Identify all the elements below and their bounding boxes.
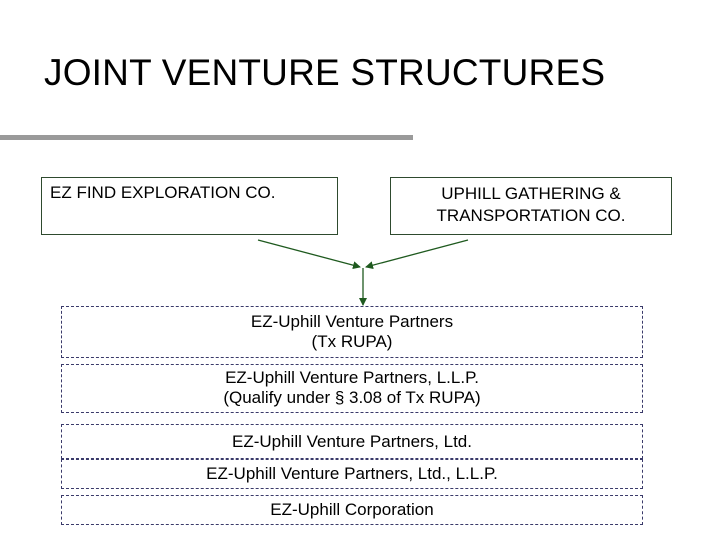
arrow-right-to-join xyxy=(365,239,469,270)
page-title: JOINT VENTURE STRUCTURES xyxy=(44,52,606,93)
parent-box-ez-find: EZ FIND EXPLORATION CO. xyxy=(41,177,338,235)
parent-box-uphill: UPHILL GATHERING & TRANSPORTATION CO. xyxy=(390,177,672,235)
structure-label-line1: EZ-Uphill Venture Partners xyxy=(250,312,454,331)
structure-label-line1: EZ-Uphill Venture Partners, L.L.P. xyxy=(225,368,479,387)
parent-left-label: EZ FIND EXPLORATION CO. xyxy=(50,183,276,202)
title-underline xyxy=(0,135,413,140)
structure-box-ltd: EZ-Uphill Venture Partners, Ltd. xyxy=(61,424,643,459)
parent-right-label-line2: TRANSPORTATION CO. xyxy=(436,206,626,225)
structure-box-ltd-llp: EZ-Uphill Venture Partners, Ltd., L.L.P. xyxy=(61,459,643,489)
arrow-left-to-join xyxy=(257,239,361,270)
structure-box-corporation: EZ-Uphill Corporation xyxy=(61,495,643,525)
structure-label-line1: EZ-Uphill Venture Partners, Ltd. xyxy=(231,432,472,451)
structure-box-llp: EZ-Uphill Venture Partners, L.L.P. (Qual… xyxy=(61,364,643,413)
structure-label-line1: EZ-Uphill Venture Partners, Ltd., L.L.P. xyxy=(206,464,498,483)
structure-box-partnership: EZ-Uphill Venture Partners (Tx RUPA) xyxy=(61,306,643,358)
structure-label-line1: EZ-Uphill Corporation xyxy=(270,500,434,519)
structure-label-line2: (Tx RUPA) xyxy=(311,332,393,351)
structure-label-line2: (Qualify under § 3.08 of Tx RUPA) xyxy=(223,388,481,407)
parent-right-label-line1: UPHILL GATHERING & xyxy=(441,184,621,203)
